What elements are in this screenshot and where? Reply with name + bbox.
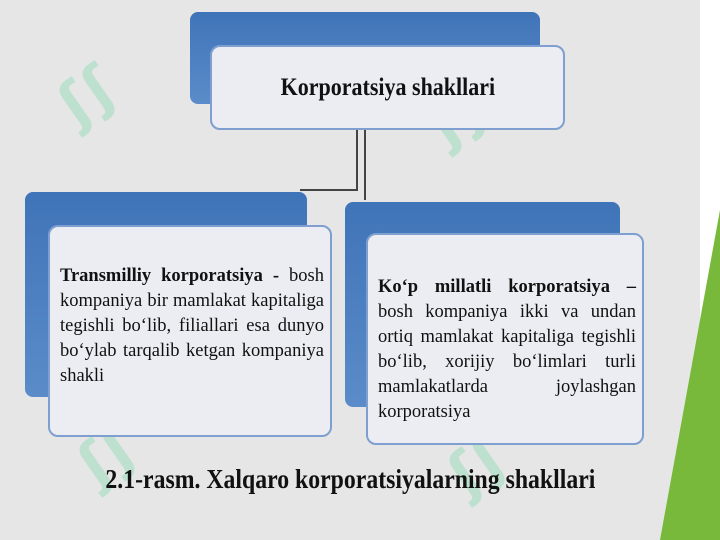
top-node: Korporatsiya shakllari (210, 45, 565, 130)
left-node-term: Transmilliy korporatsiya - (60, 266, 280, 286)
left-node: Transmilliy korporatsiya - bosh kompaniy… (48, 225, 332, 437)
left-node-text: Transmilliy korporatsiya - bosh kompaniy… (60, 264, 324, 389)
top-node-title: Korporatsiya shakllari (280, 73, 495, 101)
right-node: Ko‘p millatli korporatsiya – bosh kompan… (366, 233, 644, 445)
figure-caption: 2.1-rasm. Xalqaro korporatsiyalarning sh… (0, 464, 700, 495)
left-node-definition: bosh kompaniya bir mamlakat kapitaliga t… (60, 266, 324, 386)
figure-caption-text: 2.1-rasm. Xalqaro korporatsiyalarning sh… (105, 464, 595, 494)
right-node-term: Ko‘p millatli korporatsiya – (378, 277, 636, 297)
green-corner-decoration (660, 210, 720, 540)
right-node-text: Ko‘p millatli korporatsiya – bosh kompan… (378, 275, 636, 425)
connector-vertical (364, 130, 366, 200)
connector-horizontal (300, 189, 358, 191)
connector-vertical (356, 130, 358, 190)
right-node-definition: bosh kompaniya ikki va undan ortiq mamla… (378, 302, 636, 422)
